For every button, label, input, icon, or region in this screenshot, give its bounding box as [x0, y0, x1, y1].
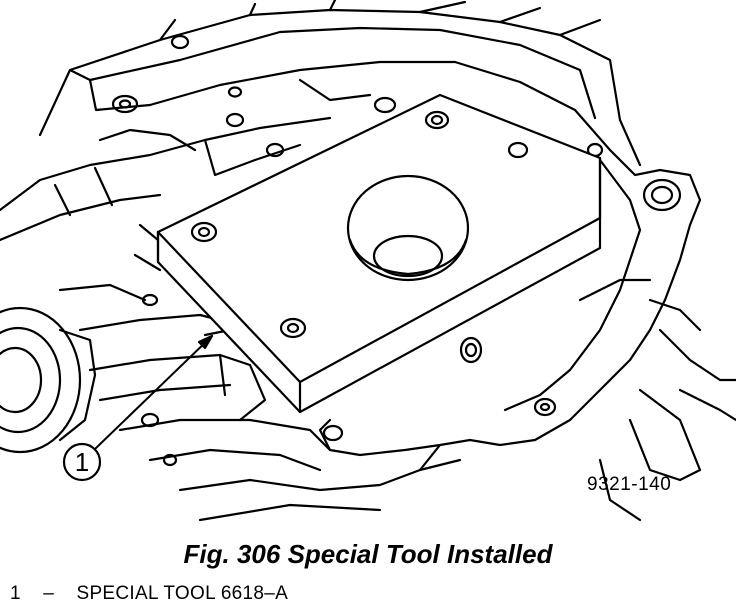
technical-illustration: 1	[0, 0, 736, 522]
case-flange	[318, 60, 736, 522]
legend-item-separator: –	[43, 583, 55, 604]
callout-1-number: 1	[75, 447, 89, 477]
legend-item-text: SPECIAL TOOL 6618–A	[76, 583, 289, 604]
seal-bearing	[0, 306, 97, 454]
figure-caption: Fig. 306 Special Tool Installed	[183, 539, 553, 569]
drawing-number: 9321-140	[587, 474, 672, 495]
callout-leader	[95, 334, 214, 449]
legend: 1 – SPECIAL TOOL 6618–A	[10, 583, 288, 605]
special-tool-plate	[156, 93, 602, 414]
legend-item-number: 1	[10, 583, 21, 604]
callout-1: 1	[62, 442, 102, 482]
